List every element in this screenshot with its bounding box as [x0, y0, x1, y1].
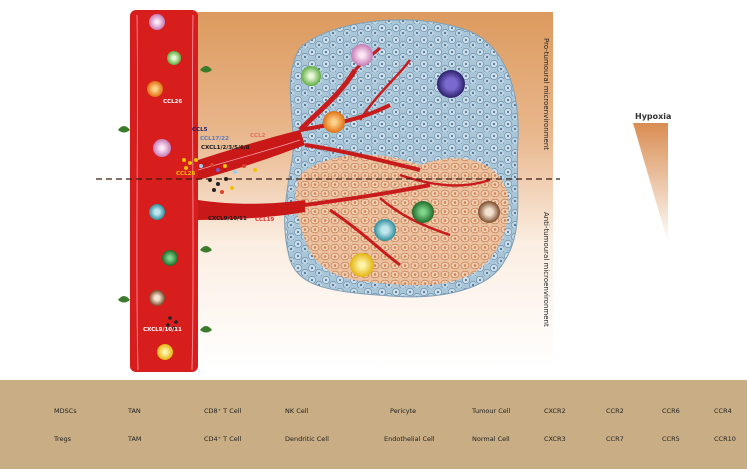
legend-ccr4: CCR4	[714, 407, 732, 415]
legend-tumour: Tumour Cell	[472, 407, 511, 415]
chemokine-cxcl-mix: CXCL1/2/3/5/6/8	[201, 145, 250, 151]
tregs-cell	[167, 51, 181, 65]
legend-cd4: CD4⁺ T Cell	[204, 435, 242, 443]
dendritic-cell	[157, 344, 173, 360]
legend-normal: Normal Cell	[472, 435, 510, 443]
tan-cell	[153, 139, 171, 157]
cd8-t-cell	[149, 204, 165, 220]
cd4-t-cell-tumour	[412, 201, 434, 223]
tam-cell-tumour	[323, 111, 345, 133]
pericytes	[118, 66, 212, 333]
chemokine-ccl17-22: CCL17/22	[200, 136, 229, 142]
tregs-cell-tumour	[301, 66, 321, 86]
nk-cell-tumour	[478, 201, 500, 223]
hypoxia-label: Hypoxia	[635, 112, 672, 121]
chemokine-ccl26: CCL26	[163, 99, 183, 105]
mdsc-cell	[149, 14, 165, 30]
legend-cxcr2: CXCR2	[544, 407, 566, 415]
cd8-t-cell-tumour	[374, 219, 396, 241]
hypoxia-gradient	[633, 123, 668, 243]
chemokine-ccl2: CCL2	[250, 133, 266, 139]
legend-ccr2: CCR2	[606, 407, 624, 415]
chemokine-dots	[166, 158, 257, 330]
legend-tan: TAN	[128, 407, 141, 415]
legend-cd8: CD8⁺ T Cell	[204, 407, 242, 415]
anti-tumoural-label: Anti-tumoural microenvironment	[542, 212, 550, 327]
normal-cell-region	[295, 154, 509, 286]
legend-pericyte: Pericyte	[390, 407, 417, 415]
legend-tregs: Tregs	[54, 435, 72, 443]
chemokine-ccl28: CCL28	[176, 171, 196, 177]
chemokine-ccl5: CCL5	[192, 127, 208, 133]
chemokine-cxcl9-b: CXCL9/10/11	[143, 327, 182, 333]
chemokine-cxcl9-a: CXCL9/10/11	[208, 216, 247, 222]
legend-dendritic: Dendritic Cell	[285, 435, 329, 443]
legend-cxcr3: CXCR3	[544, 435, 566, 443]
pro-tumoural-label: Pro-tumoural microenvironment	[542, 38, 550, 151]
legend-endothelial: Endothelial Cell	[384, 435, 435, 443]
chemokine-ccl19: CCL19	[255, 217, 275, 223]
legend-nk: NK Cell	[285, 407, 309, 415]
legend-tam: TAM	[128, 435, 142, 443]
legend-ccr10: CCR10	[714, 435, 736, 443]
cd4-t-cell	[162, 250, 178, 266]
nk-cell	[149, 290, 165, 306]
dendritic-cell-tumour	[350, 253, 374, 277]
tam-cell	[147, 81, 163, 97]
tan-cell-tumour	[351, 44, 373, 66]
legend-ccr6: CCR6	[662, 407, 680, 415]
mdsc-cell-tumour	[437, 70, 465, 98]
legend-panel	[0, 380, 747, 469]
legend-ccr7: CCR7	[606, 435, 624, 443]
legend-mdscs: MDSCs	[54, 407, 77, 415]
legend-ccr5: CCR5	[662, 435, 680, 443]
